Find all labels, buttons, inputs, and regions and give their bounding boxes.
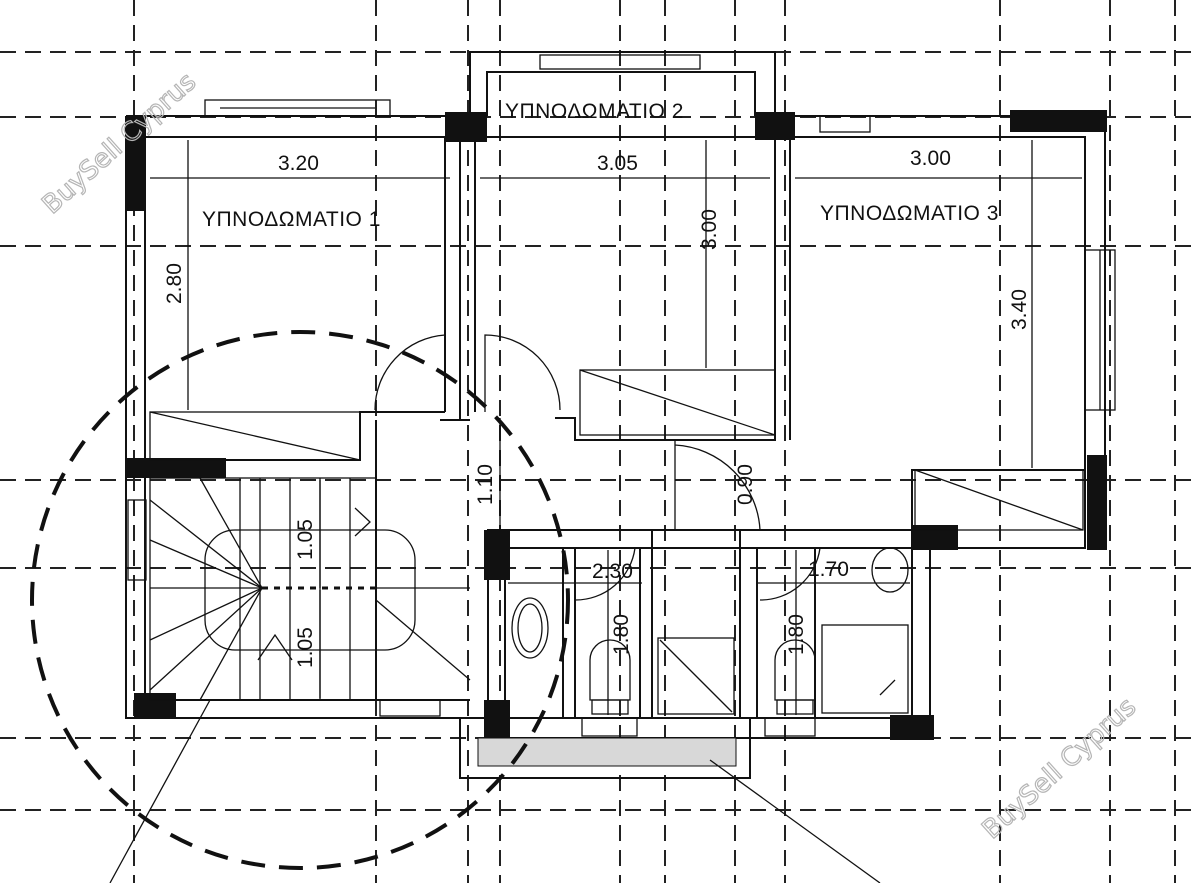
dim-bedroom3-depth: 3.40 [1008,289,1031,330]
room-label-bedroom-3: ΥΠΝΟΔΩΜΑΤΙΟ 3 [820,202,999,225]
windows [127,54,1116,737]
dim-bath1-width: 2.30 [592,560,633,583]
highlight-circle [30,330,570,870]
dimension-lines [150,140,1082,715]
dim-bedroom3-width: 3.00 [910,147,951,170]
dim-bedroom1-width: 3.20 [278,152,319,175]
dim-stair-upper: 1.05 [294,519,317,560]
watermark-top-left: BuySell Cyprus [37,67,202,220]
dim-bath2-width: 1.70 [808,558,849,581]
dim-hall-depth: 1.10 [474,464,497,505]
sanitary-fixtures [511,547,909,883]
dim-door-width: 0.90 [734,464,757,505]
dim-bedroom2-width: 3.05 [597,152,638,175]
room-label-bedroom-2: ΥΠΝΟΔΩΜΑΤΙΟ 2 [505,100,684,123]
structural-columns [126,110,1107,740]
dim-bedroom2-depth: 3.00 [698,209,721,250]
wardrobes [149,369,1084,531]
doors [374,334,821,601]
dim-bath2-depth: 1.80 [785,614,808,655]
watermark-bottom-right: BuySell Cyprus [977,692,1142,845]
dim-stair-lower: 1.05 [294,627,317,668]
room-label-bedroom-1: ΥΠΝΟΔΩΜΑΤΙΟ 1 [202,208,381,231]
staircase [109,477,471,883]
dim-bath1-depth: 1.80 [610,614,633,655]
dim-bedroom1-depth: 2.80 [163,263,186,304]
